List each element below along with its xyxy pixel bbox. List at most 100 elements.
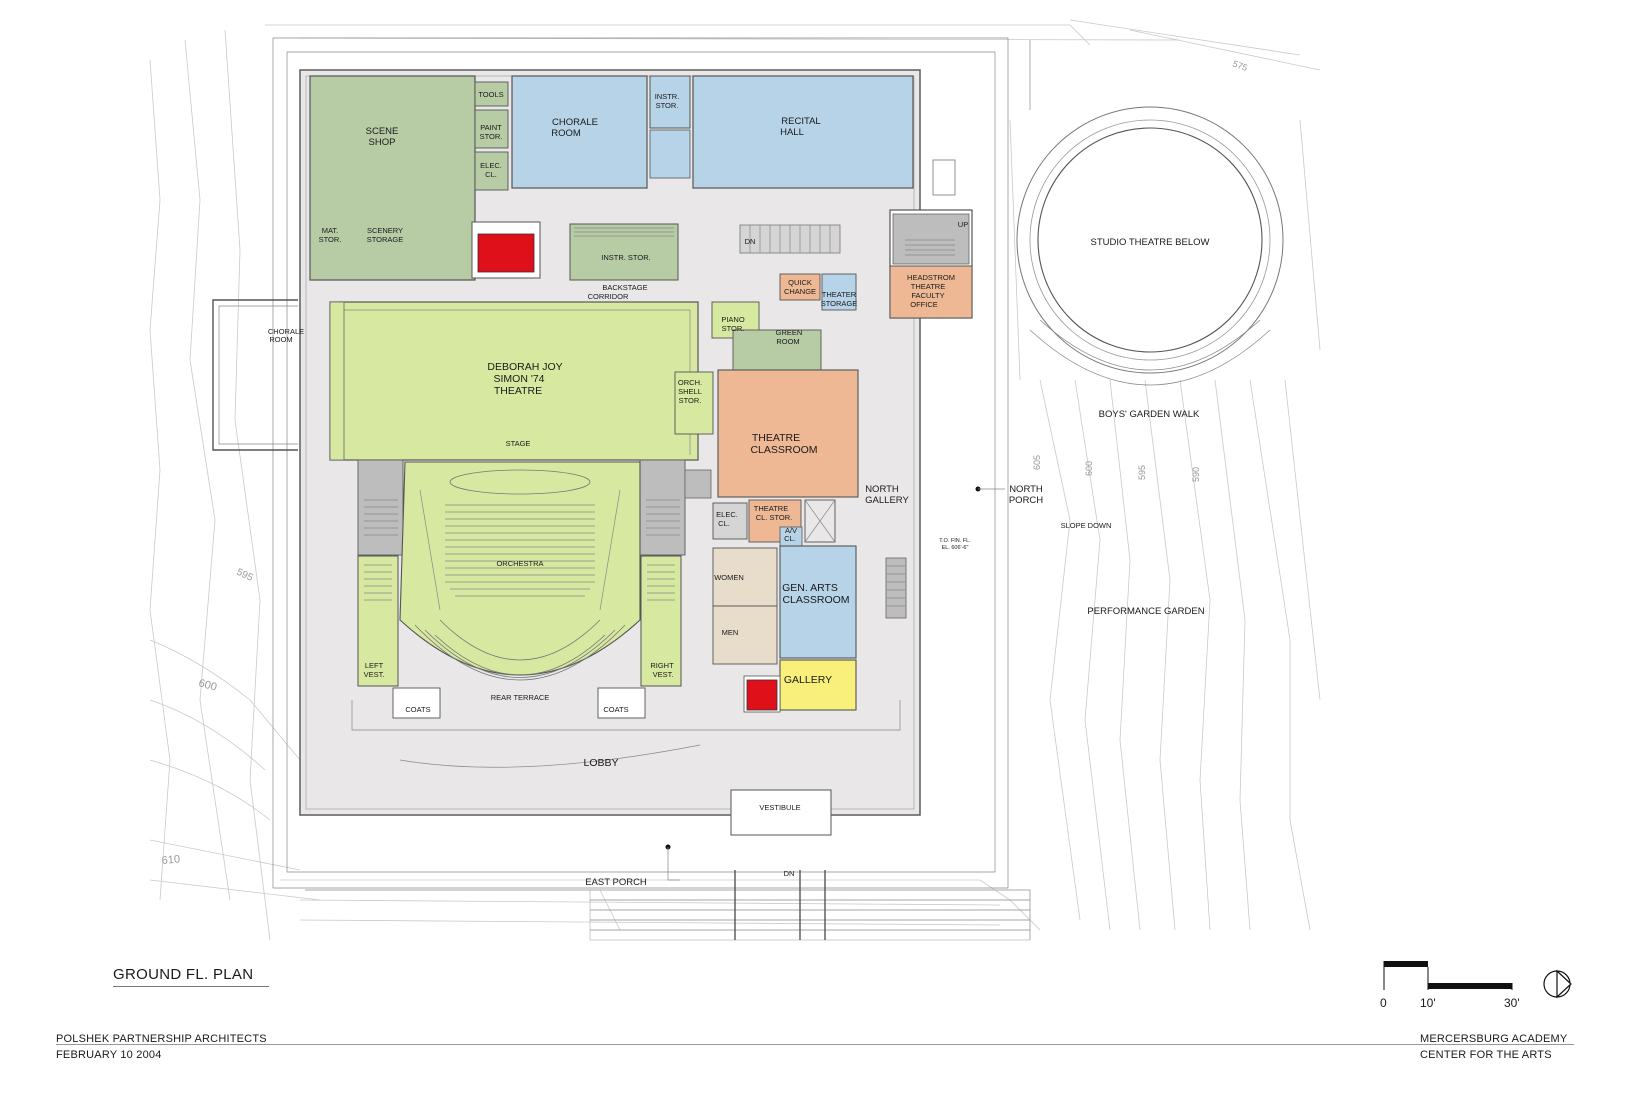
label-up-headstrom: UP: [958, 220, 968, 229]
label-theatre-classroom-2: CLASSROOM: [750, 444, 817, 456]
elevator-north: [477, 233, 535, 273]
headstrom-office-room: [889, 265, 973, 319]
label-vestibule: VESTIBULE: [759, 803, 800, 812]
label-performance-garden: PERFORMANCE GARDEN: [1087, 606, 1204, 617]
men-restroom: [712, 605, 778, 665]
right-coats-room: [597, 687, 646, 719]
label-right-vest-2: VEST.: [653, 670, 674, 679]
label-theater-storage-2: STORAGE: [821, 299, 858, 308]
label-north-gallery-2: GALLERY: [865, 495, 909, 506]
label-theatre-name-3: THEATRE: [494, 385, 542, 397]
scale-bar: [1383, 961, 1513, 990]
east-entrance-steps: [589, 870, 1031, 941]
label-orch-shell-2: SHELL: [678, 387, 702, 396]
label-instr-stor-top-2: STOR.: [656, 101, 679, 110]
headstrom-stair: [892, 213, 970, 265]
label-chorale-room-2: ROOM: [551, 128, 581, 139]
label-elevation-2: EL. 606'-6": [942, 545, 969, 551]
contour-575: 575: [1231, 58, 1249, 73]
label-headstrom-3: FACULTY: [911, 291, 944, 300]
recital-hall-room: [692, 75, 914, 189]
instr-stor-top-room: [649, 75, 691, 129]
label-mat-stor-2: STOR.: [319, 235, 342, 244]
contour-590: 590: [1191, 467, 1201, 482]
footer-date: FEBRUARY 10 2004: [56, 1049, 162, 1061]
label-theatre-cl-stor-2: CL. STOR.: [756, 513, 793, 522]
label-orchestra: ORCHESTRA: [496, 559, 543, 568]
gallery-room: [779, 659, 857, 711]
quick-change-room: [779, 273, 821, 301]
scene-shop-room: [309, 75, 476, 281]
left-coats-room: [392, 687, 441, 719]
lobby-outline: [351, 700, 901, 731]
elevator-south: [746, 679, 778, 711]
stage-area: [329, 301, 699, 461]
label-scene-shop-1: SCENE: [366, 126, 399, 137]
label-headstrom-2: THEATRE: [911, 282, 945, 291]
label-green-room-1: GREEN: [776, 328, 803, 337]
label-elec-cl-top-2: CL.: [485, 170, 497, 179]
label-orch-shell-1: ORCH.: [678, 378, 702, 387]
label-scenery-storage-2: STORAGE: [367, 235, 404, 244]
instr-stor-shelving: [574, 227, 674, 237]
label-dn-north: DN: [745, 237, 756, 246]
label-tools: TOOLS: [478, 90, 503, 99]
orchestra-seat-rows: [419, 489, 621, 611]
label-chorale-outside-2: ROOM: [269, 335, 292, 344]
label-right-vest-1: RIGHT: [650, 661, 674, 670]
tools-room: [474, 81, 509, 107]
label-left-vest-1: LEFT: [365, 661, 384, 670]
label-north-porch-2: PORCH: [1009, 495, 1043, 506]
label-dn-east: DN: [784, 869, 795, 878]
label-headstrom-1: HEADSTROM: [907, 273, 955, 282]
label-instr-stor: INSTR. STOR.: [601, 253, 650, 262]
orch-shell-stor-room: [674, 371, 714, 435]
label-stage: STAGE: [506, 439, 531, 448]
elec-cl-room: [712, 502, 748, 540]
label-theatre-name-2: SIMON '74: [493, 373, 544, 385]
left-stair-tower: [357, 459, 404, 556]
label-orch-shell-3: STOR.: [679, 396, 702, 405]
label-coats-right: COATS: [603, 705, 628, 714]
label-recital-hall-2: HALL: [780, 127, 804, 138]
label-quick-change-1: QUICK: [788, 278, 812, 287]
west-terrace-inner: [218, 305, 298, 445]
label-scenery-storage-1: SCENERY: [367, 226, 403, 235]
label-theatre-classroom-1: THEATRE: [752, 432, 800, 444]
label-piano-stor-2: STOR.: [722, 324, 745, 333]
label-quick-change-2: CHANGE: [784, 287, 816, 296]
label-men: MEN: [722, 628, 739, 637]
footer-client: MERCERSBURG ACADEMY: [1420, 1033, 1568, 1045]
label-theatre-name-1: DEBORAH JOY: [487, 361, 562, 373]
label-theatre-cl-stor-1: THEATRE: [754, 504, 788, 513]
label-women: WOMEN: [714, 573, 744, 582]
footer-firm: POLSHEK PARTNERSHIP ARCHITECTS: [56, 1033, 267, 1045]
label-scene-shop-2: SHOP: [369, 137, 396, 148]
contour-600: 600: [197, 677, 218, 693]
label-north-porch-1: NORTH: [1009, 484, 1043, 495]
scale-30: 30': [1504, 996, 1520, 1010]
women-restroom: [712, 547, 778, 607]
label-instr-stor-top-1: INSTR.: [655, 92, 680, 101]
label-elec-cl-2: CL.: [718, 519, 730, 528]
right-stair-tower: [639, 459, 686, 556]
label-green-room-2: ROOM: [776, 337, 799, 346]
label-chorale-room-1: CHORALE: [552, 117, 598, 128]
label-slope-down: SLOPE DOWN: [1061, 521, 1112, 530]
contour-600-right: 600: [1084, 461, 1094, 476]
label-studio-theatre-below: STUDIO THEATRE BELOW: [1091, 237, 1210, 248]
scale-10: 10': [1420, 996, 1436, 1010]
contour-610: 610: [161, 853, 180, 867]
green-room-box: [732, 329, 822, 371]
theater-storage-room: [821, 273, 857, 311]
label-mat-stor-1: MAT.: [322, 226, 339, 235]
label-backstage-corridor-1: BACKSTAGE: [602, 283, 647, 292]
label-headstrom-4: OFFICE: [910, 300, 938, 309]
label-recital-hall-1: RECITAL: [781, 116, 820, 127]
gen-arts-classroom-room: [779, 545, 857, 659]
label-lobby: LOBBY: [583, 757, 618, 769]
left-vest-room: [357, 555, 399, 687]
label-elec-cl-1: ELEC.: [716, 510, 738, 519]
vestibule-room: [730, 789, 832, 836]
